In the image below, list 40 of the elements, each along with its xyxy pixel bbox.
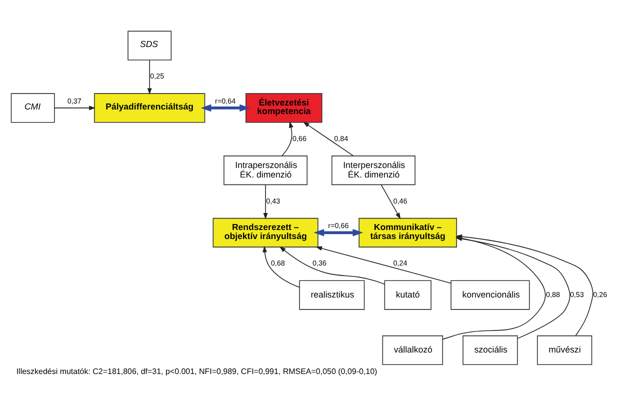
arrow [303,122,354,156]
arrow [282,121,294,156]
edge-label: 0,24 [393,258,408,268]
node-box: Rendszerezett – objektív irányultság [212,218,318,248]
node-box: kutató [384,280,432,310]
arrow [316,246,452,284]
caption: Illeszkedési mutatók: C2=181,806, df=31, p<0.001, NFI=0,989, CFI=0,991, RMSEA=0,050 (0,09-0,10) [16,367,378,376]
node-box: konvencionális [450,280,530,310]
arrow [380,184,401,220]
node-box: realisztikus [299,280,365,310]
node-box: SDS [128,30,172,60]
edge-label: r=0,64 [215,96,236,106]
arrow [147,60,152,95]
edge-label: 0,66 [292,134,307,143]
edge-label: 0,37 [67,96,82,106]
arrow [262,246,300,288]
edge-label: 0,68 [270,258,285,268]
arrow [314,229,364,236]
node-box: művészi [536,335,592,365]
node-box: CMI [10,93,55,123]
edge-label: 0,84 [334,134,348,143]
node-box: vállalkozó [382,335,444,365]
node-box: Pályadifferenciáltság [94,93,206,123]
arrow [200,104,250,112]
node-box: Intraperszonális ÉK. dimenzió [224,156,308,186]
arrow [54,106,96,110]
edge-label: 0,43 [266,196,280,206]
node-box: Életvezetési kompetencia [246,93,322,123]
arrow [263,184,268,220]
node-box: szociális [462,335,518,365]
edge-label: 0,36 [312,258,326,268]
arrow [279,246,385,285]
edge-label: 0,26 [593,290,608,299]
node-box: Kommunikatív – társas irányultság [358,218,458,248]
edge-label: 0,46 [393,196,408,206]
edge-label: 0,25 [150,72,164,81]
edge-label: 0,88 [546,290,560,299]
edge-label: 0,53 [570,290,584,299]
edge-label: r=0,66 [328,221,349,230]
node-box: Interperszonális ÉK. dimenzió [331,156,416,186]
